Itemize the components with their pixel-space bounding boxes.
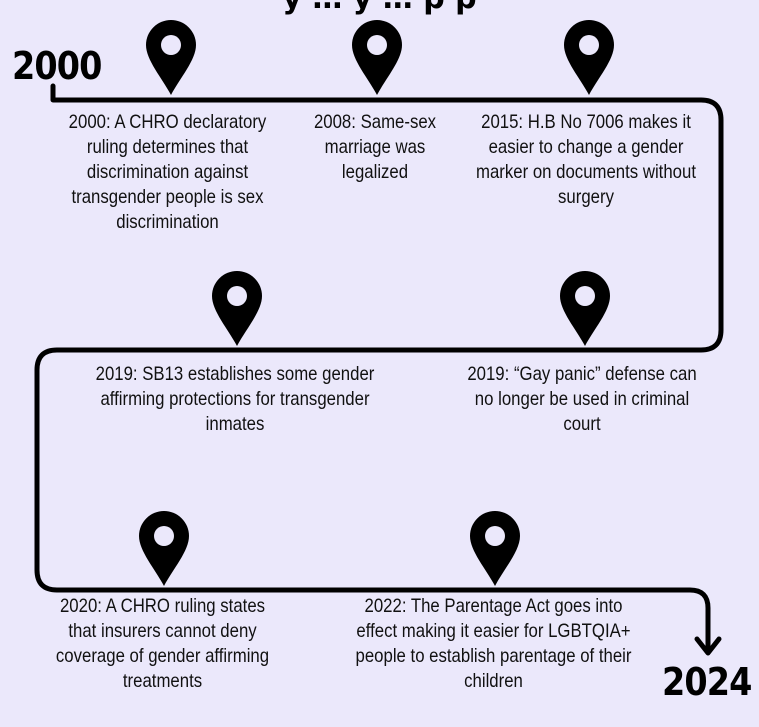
map-pin-icon-2020 (139, 511, 189, 586)
event-2000-chro: 2000: A CHRO declaratory ruling determin… (68, 111, 267, 233)
map-pin-icon-2019-gay-panic (560, 271, 610, 346)
pin-group (139, 20, 614, 586)
map-pin-icon-2015 (564, 20, 614, 95)
map-pin-icon-2019-sb13 (212, 271, 262, 346)
map-pin-icon-2008 (352, 20, 402, 95)
event-2019-sb13: 2019: SB13 establishes some gender affir… (95, 363, 375, 435)
event-2020-chro-insurers: 2020: A CHRO ruling states that insurers… (55, 595, 270, 692)
event-2008-marriage: 2008: Same-sex marriage was legalized (313, 111, 437, 183)
map-pin-icon-2000 (146, 20, 196, 95)
event-2015-hb7006: 2015: H.B No 7006 makes it easier to cha… (476, 111, 696, 208)
page-title-clipped: y … y … p p (0, 0, 759, 16)
start-year: 2000 (12, 44, 102, 88)
timeline-path (34, 83, 724, 651)
event-2022-parentage: 2022: The Parentage Act goes into effect… (355, 595, 632, 692)
arrow-down-icon (694, 636, 722, 656)
end-year: 2024 (662, 660, 752, 704)
event-2019-gay-panic: 2019: “Gay panic” defense can no longer … (467, 363, 697, 435)
map-pin-icon-2022 (470, 511, 520, 586)
